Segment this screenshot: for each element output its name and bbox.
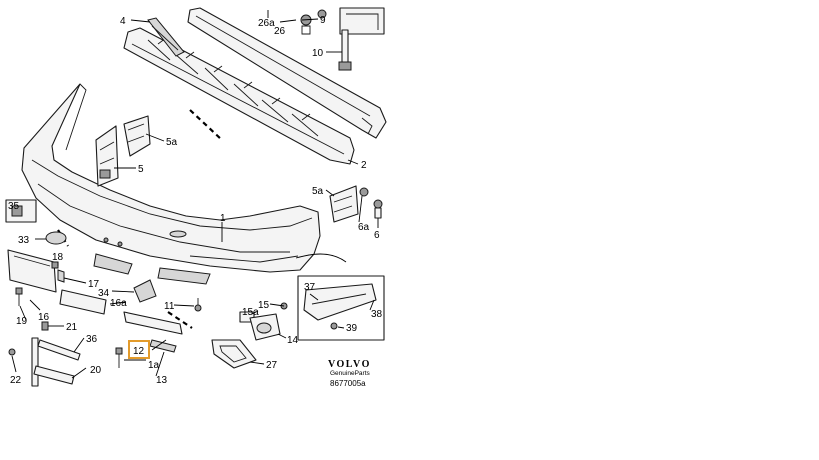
callout-37: 37 (304, 282, 316, 293)
trim-strip-12 (123, 311, 183, 335)
brand-logo: VOLVO (328, 359, 371, 370)
bolt-10 (338, 29, 352, 71)
bolt-9 (300, 14, 312, 35)
reinforcement-beam (187, 7, 387, 139)
fog-light-14 (249, 313, 281, 341)
callout-15: 15 (258, 300, 270, 311)
callout-18: 18 (52, 252, 64, 263)
callout-26: 26 (274, 26, 286, 37)
strip-16a (59, 289, 107, 315)
alignment-dash-1 (189, 109, 223, 141)
callout-19: 19 (16, 316, 28, 327)
callout-15a: 15a (242, 307, 259, 318)
callout-36: 36 (86, 334, 98, 345)
bracket-34 (133, 279, 157, 303)
callout-26a: 26a (258, 18, 275, 29)
fog-frame-27 (211, 339, 257, 369)
callout-4: 4 (120, 16, 126, 27)
bracket-5a-right (329, 185, 359, 223)
bracket-20 (31, 337, 75, 387)
bumper-cover (21, 83, 321, 285)
leader-lines (11, 10, 379, 379)
bracket-4 (147, 17, 185, 57)
screw-11 (194, 298, 202, 312)
callout-39: 39 (346, 323, 358, 334)
callout-16: 16 (38, 312, 50, 323)
bracket-5 (95, 125, 119, 187)
callout-12: 12 (133, 346, 145, 357)
callout-5a-top: 5a (166, 137, 178, 148)
bracket-21 (41, 321, 49, 331)
callout-27: 27 (266, 360, 278, 371)
highlight-box-12 (128, 340, 150, 359)
callout-33: 33 (18, 235, 30, 246)
callout-5: 5 (138, 164, 144, 175)
callout-16a: 16a (110, 298, 127, 309)
alignment-dash-3 (167, 311, 193, 329)
callout-6a: 6a (358, 222, 370, 233)
stay-36 (37, 339, 81, 361)
callout-5a-right: 5a (312, 186, 324, 197)
diagram-code: 8677005a (330, 379, 366, 388)
callout-14: 14 (287, 335, 299, 346)
pin-1a (115, 347, 123, 368)
callout-2: 2 (361, 160, 367, 171)
grille-33 (45, 231, 67, 245)
callout-22: 22 (10, 375, 22, 386)
callout-10: 10 (312, 48, 324, 59)
clip-17 (57, 269, 65, 283)
callout-21: 21 (66, 322, 78, 333)
callout-9: 9 (320, 15, 326, 26)
callout-6: 6 (374, 230, 380, 241)
energy-absorber (123, 27, 355, 165)
callout-1a: 1a (148, 360, 160, 371)
plate-holder-16 (7, 249, 57, 293)
footer-branding: VOLVO GenuineParts 8677005a (328, 359, 371, 388)
bracket-5a-left (123, 115, 151, 157)
screw-22 (8, 348, 16, 356)
nut-6a (359, 187, 369, 197)
callout-34: 34 (98, 288, 110, 299)
callout-20: 20 (90, 365, 102, 376)
bolt-6 (373, 199, 383, 219)
inset-box (295, 253, 385, 341)
bolt-26 (317, 9, 327, 19)
clip-13 (149, 339, 177, 353)
callout-17: 17 (88, 279, 100, 290)
callout-11: 11 (164, 301, 175, 312)
callout-35: 35 (8, 201, 20, 212)
callout-13: 13 (156, 375, 168, 386)
callout-38: 38 (371, 309, 383, 320)
brand-tagline: GenuineParts (330, 370, 370, 377)
bolt-19 (15, 287, 23, 306)
clip-35 (5, 199, 37, 223)
callout-labels: 4 26a 26 9 10 2 5a 5 5a 6a 6 1 35 33 18 … (8, 15, 383, 386)
callout-1: 1 (220, 213, 226, 224)
